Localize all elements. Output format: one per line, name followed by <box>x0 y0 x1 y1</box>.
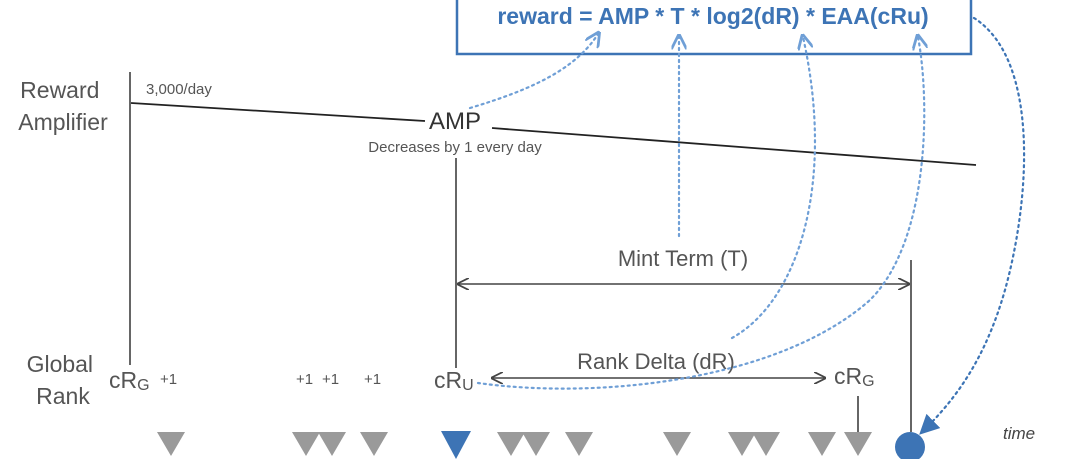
row-label-reward-amplifier-line1: Reward <box>20 77 99 103</box>
rank-delta-label: Rank Delta (dR) <box>577 349 735 374</box>
amp-label: AMP <box>429 108 481 135</box>
increment-label: +1 <box>364 371 381 388</box>
row-label-global-rank: Global Rank <box>27 351 100 409</box>
mint-term-label: Mint Term (T) <box>618 246 748 271</box>
amp-connector <box>468 34 598 110</box>
mint-marker <box>157 432 185 456</box>
increment-label: +1 <box>296 371 313 388</box>
formula-text: reward = AMP * T * log2(dR) * EAA(cRu) <box>497 3 928 29</box>
mint-marker <box>292 432 320 456</box>
mint-marker <box>360 432 388 456</box>
global-rank-marker-start-sub: G <box>137 377 149 394</box>
user-rank-marker: cRU <box>434 367 474 394</box>
global-rank-marker-end: cRG <box>834 363 875 390</box>
global-rank-marker-start: cRG <box>109 367 150 394</box>
user-mint-marker <box>441 431 471 459</box>
mint-marker <box>318 432 346 456</box>
mint-marker <box>522 432 550 456</box>
amp-start-value: 3,000/day <box>146 81 212 98</box>
user-rank-marker-sub: U <box>462 377 474 394</box>
global-rank-marker-start-base: cR <box>109 367 137 393</box>
increment-label: +1 <box>160 371 177 388</box>
mint-marker <box>844 432 872 456</box>
mint-marker <box>497 432 525 456</box>
mint-marker <box>565 432 593 456</box>
amp-line-right <box>491 127 977 166</box>
row-label-reward-amplifier: Reward Amplifier <box>18 77 108 135</box>
mint-markers <box>157 432 872 456</box>
rank-delta-connector <box>730 37 817 340</box>
user-rank-connector <box>476 37 924 390</box>
mint-marker <box>808 432 836 456</box>
row-label-global-rank-line1: Global <box>27 351 93 377</box>
claim-point-marker <box>895 432 925 459</box>
row-label-global-rank-line2: Rank <box>36 383 90 409</box>
amp-note: Decreases by 1 every day <box>368 139 542 156</box>
formula-box <box>455 0 973 56</box>
row-label-reward-amplifier-line2: Amplifier <box>18 109 108 135</box>
increment-label: +1 <box>322 371 339 388</box>
mint-marker <box>663 432 691 456</box>
mint-marker <box>728 432 756 456</box>
global-rank-marker-end-base: cR <box>834 363 862 389</box>
mint-marker <box>752 432 780 456</box>
eaa-connector <box>919 16 1026 435</box>
amp-line-left <box>130 102 426 122</box>
user-rank-marker-base: cR <box>434 367 462 393</box>
global-rank-marker-end-sub: G <box>862 373 874 390</box>
time-label: time <box>1003 424 1035 443</box>
